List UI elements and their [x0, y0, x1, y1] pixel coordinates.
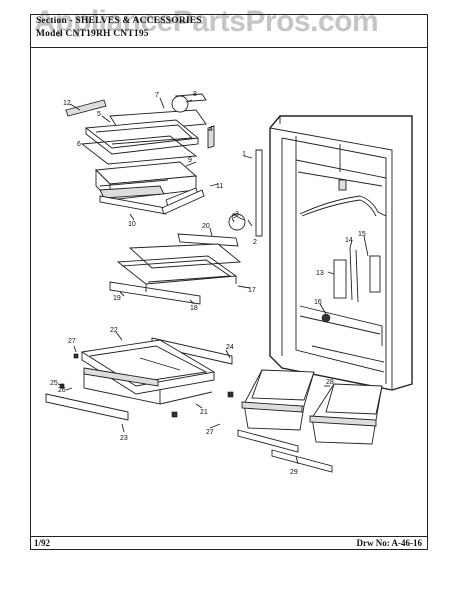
svg-text:1: 1: [242, 151, 246, 158]
svg-text:6: 6: [77, 141, 81, 148]
svg-text:4: 4: [209, 126, 213, 133]
svg-text:18: 18: [190, 305, 198, 312]
diagram-footer: 1/92 Drw No: A-46-16: [30, 536, 428, 550]
svg-text:16: 16: [314, 299, 322, 306]
section-title: Section - SHELVES & ACCESSORIES: [36, 16, 202, 26]
top-shelf-assembly: [65, 93, 215, 215]
model-title: Model CNT19RH CNT195: [36, 29, 149, 39]
footer-date: 1/92: [34, 538, 51, 548]
small-parts: [161, 95, 331, 323]
svg-text:9: 9: [188, 157, 192, 164]
svg-text:27: 27: [68, 338, 76, 345]
svg-text:5: 5: [97, 111, 101, 118]
crisper-pans: [237, 369, 383, 473]
svg-text:11: 11: [216, 183, 223, 190]
svg-text:14: 14: [345, 237, 353, 244]
svg-text:25: 25: [50, 380, 58, 387]
svg-text:28: 28: [326, 379, 334, 386]
svg-text:22: 22: [110, 327, 118, 334]
svg-text:19: 19: [113, 295, 121, 302]
drawing-number: Drw No: A-46-16: [356, 538, 423, 548]
svg-text:17: 17: [248, 287, 256, 294]
svg-text:13: 13: [316, 270, 324, 277]
svg-text:12: 12: [63, 100, 71, 107]
svg-text:27: 27: [206, 429, 214, 436]
svg-text:3: 3: [235, 211, 239, 218]
svg-text:10: 10: [128, 221, 136, 228]
callout-labels: 12 7 8 5 4 6 9 11 10 1 3 2 20 8 17 18 19…: [50, 91, 369, 476]
svg-text:20: 20: [202, 223, 210, 230]
svg-text:23: 23: [120, 435, 128, 442]
svg-text:24: 24: [226, 344, 234, 351]
svg-text:8: 8: [232, 213, 236, 220]
svg-text:8: 8: [193, 91, 197, 98]
svg-text:29: 29: [290, 469, 298, 476]
cabinet-drawing: [269, 115, 413, 391]
svg-text:21: 21: [200, 409, 208, 416]
svg-text:7: 7: [155, 92, 159, 99]
svg-text:2: 2: [253, 239, 257, 246]
middle-shelf-assembly: [109, 233, 242, 305]
crisper-cover-assembly: [45, 337, 234, 421]
diagram-header: Section - SHELVES & ACCESSORIES Model CN…: [30, 14, 428, 48]
svg-text:15: 15: [358, 231, 366, 238]
svg-text:26: 26: [58, 387, 66, 394]
diagram-frame: [30, 14, 428, 550]
